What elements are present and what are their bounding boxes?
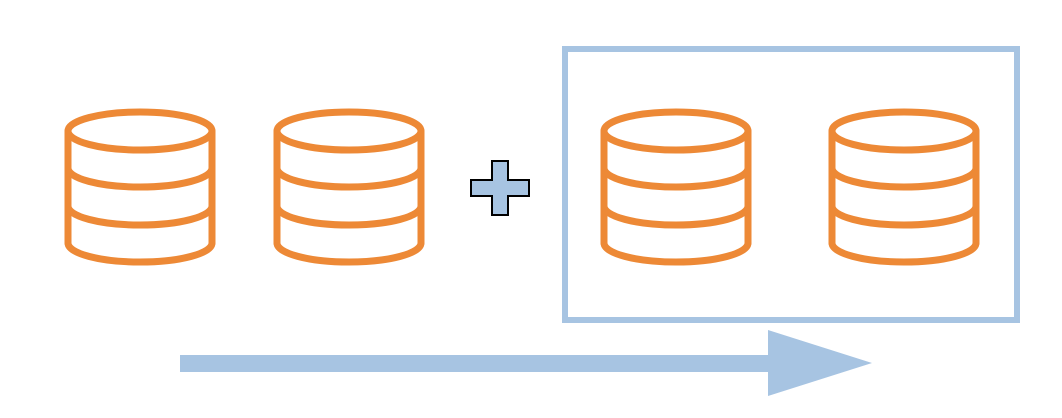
database-icon [68,112,212,262]
plus-icon [470,160,530,216]
arrow-right-icon [180,330,872,396]
right-database-group [604,112,976,262]
highlight-box [562,46,1020,323]
database-icon [832,112,976,262]
left-database-group [68,112,421,262]
database-icon [604,112,748,262]
database-icon [277,112,421,262]
